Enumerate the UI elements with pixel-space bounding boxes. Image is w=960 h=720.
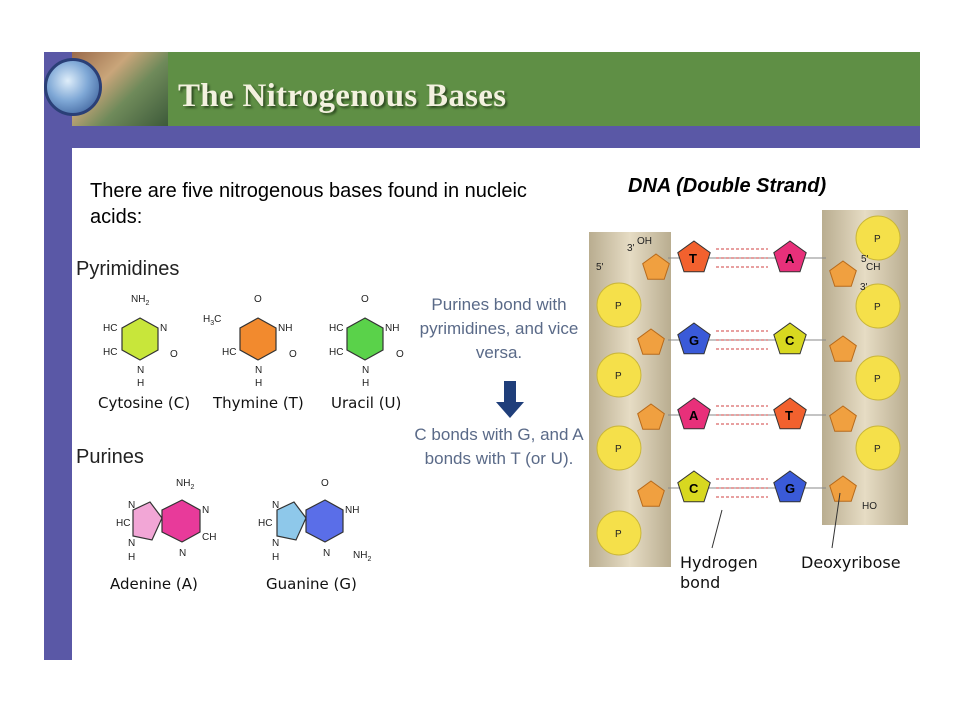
- cell-logo-icon: [44, 58, 102, 116]
- hydrogen-bond-label: Hydrogen bond: [680, 553, 763, 592]
- svg-text:P: P: [615, 444, 622, 455]
- base-t-right-2: [773, 397, 807, 430]
- phosphate-left-3: P: [596, 510, 642, 556]
- svg-text:OH: OH: [637, 236, 652, 247]
- phosphate-left-2: P: [596, 425, 642, 471]
- svg-text:P: P: [874, 234, 881, 245]
- base-letter-right-2: T: [785, 408, 793, 423]
- svg-text:P: P: [874, 444, 881, 455]
- svg-text:P: P: [615, 529, 622, 540]
- base-letter-right-0: A: [785, 251, 795, 266]
- phosphate-groups: P P P P P P P P: [596, 215, 901, 556]
- purines-heading: Purines: [76, 446, 144, 468]
- base-a-left-2: [677, 397, 711, 430]
- svg-text:P: P: [615, 301, 622, 312]
- pairing-rules-note: C bonds with G, and A bonds with T (or U…: [414, 425, 584, 468]
- sugar-left-2: [637, 403, 665, 430]
- phosphate-left-0: P: [596, 282, 642, 328]
- base-c-right-1: [773, 322, 807, 355]
- title-underline-bar: [44, 126, 920, 148]
- svg-text:P: P: [615, 371, 622, 382]
- sugar-right-1: [829, 335, 857, 362]
- phosphate-right-1: P: [855, 283, 901, 329]
- base-letter-right-3: G: [785, 481, 795, 496]
- pairing-note: Purines bond with pyrimidines, and vice …: [419, 295, 579, 362]
- deoxyribose-label: Deoxyribose: [801, 553, 901, 572]
- base-t-left-0: [677, 240, 711, 273]
- svg-text:CH: CH: [866, 262, 880, 273]
- svg-text:3': 3': [860, 282, 868, 293]
- hydrogen-bond-label-line2: bond: [680, 573, 720, 592]
- slide-title: The Nitrogenous Bases: [178, 78, 507, 114]
- phosphate-left-1: P: [596, 352, 642, 398]
- title-bar: [168, 52, 920, 126]
- svg-text:P: P: [874, 302, 881, 313]
- base-letter-left-1: G: [689, 333, 699, 348]
- sugar-right-3: [829, 475, 857, 502]
- phosphate-right-3: P: [855, 425, 901, 471]
- dna-title: DNA (Double Strand): [628, 175, 827, 197]
- deoxyribose-sugars: [637, 253, 857, 507]
- svg-text:HO: HO: [862, 501, 877, 512]
- base-c-left-3: [677, 470, 711, 503]
- base-letter-left-0: T: [689, 251, 697, 266]
- pyrimidines-heading: Pyrimidines: [76, 258, 180, 280]
- hydrogen-bond-label-line1: Hydrogen: [680, 553, 758, 572]
- svg-text:P: P: [874, 374, 881, 385]
- sugar-left-3: [637, 480, 665, 507]
- phosphate-right-2: P: [855, 355, 901, 401]
- phosphate-right-0: P: [855, 215, 901, 261]
- left-frame-bar: [44, 52, 72, 660]
- base-letter-left-3: C: [689, 481, 699, 496]
- base-a-right-0: [773, 240, 807, 273]
- svg-text:5': 5': [861, 254, 869, 265]
- sugar-right-0: [829, 260, 857, 287]
- base-letter-right-1: C: [785, 333, 795, 348]
- svg-text:3': 3': [627, 243, 635, 254]
- sugar-left-1: [637, 328, 665, 355]
- base-g-right-3: [773, 470, 807, 503]
- intro-text: There are five nitrogenous bases found i…: [90, 180, 527, 228]
- base-letter-left-2: A: [689, 408, 699, 423]
- sugar-left-0: [642, 253, 670, 280]
- sugar-right-2: [829, 405, 857, 432]
- svg-text:5': 5': [596, 262, 604, 273]
- base-g-left-1: [677, 322, 711, 355]
